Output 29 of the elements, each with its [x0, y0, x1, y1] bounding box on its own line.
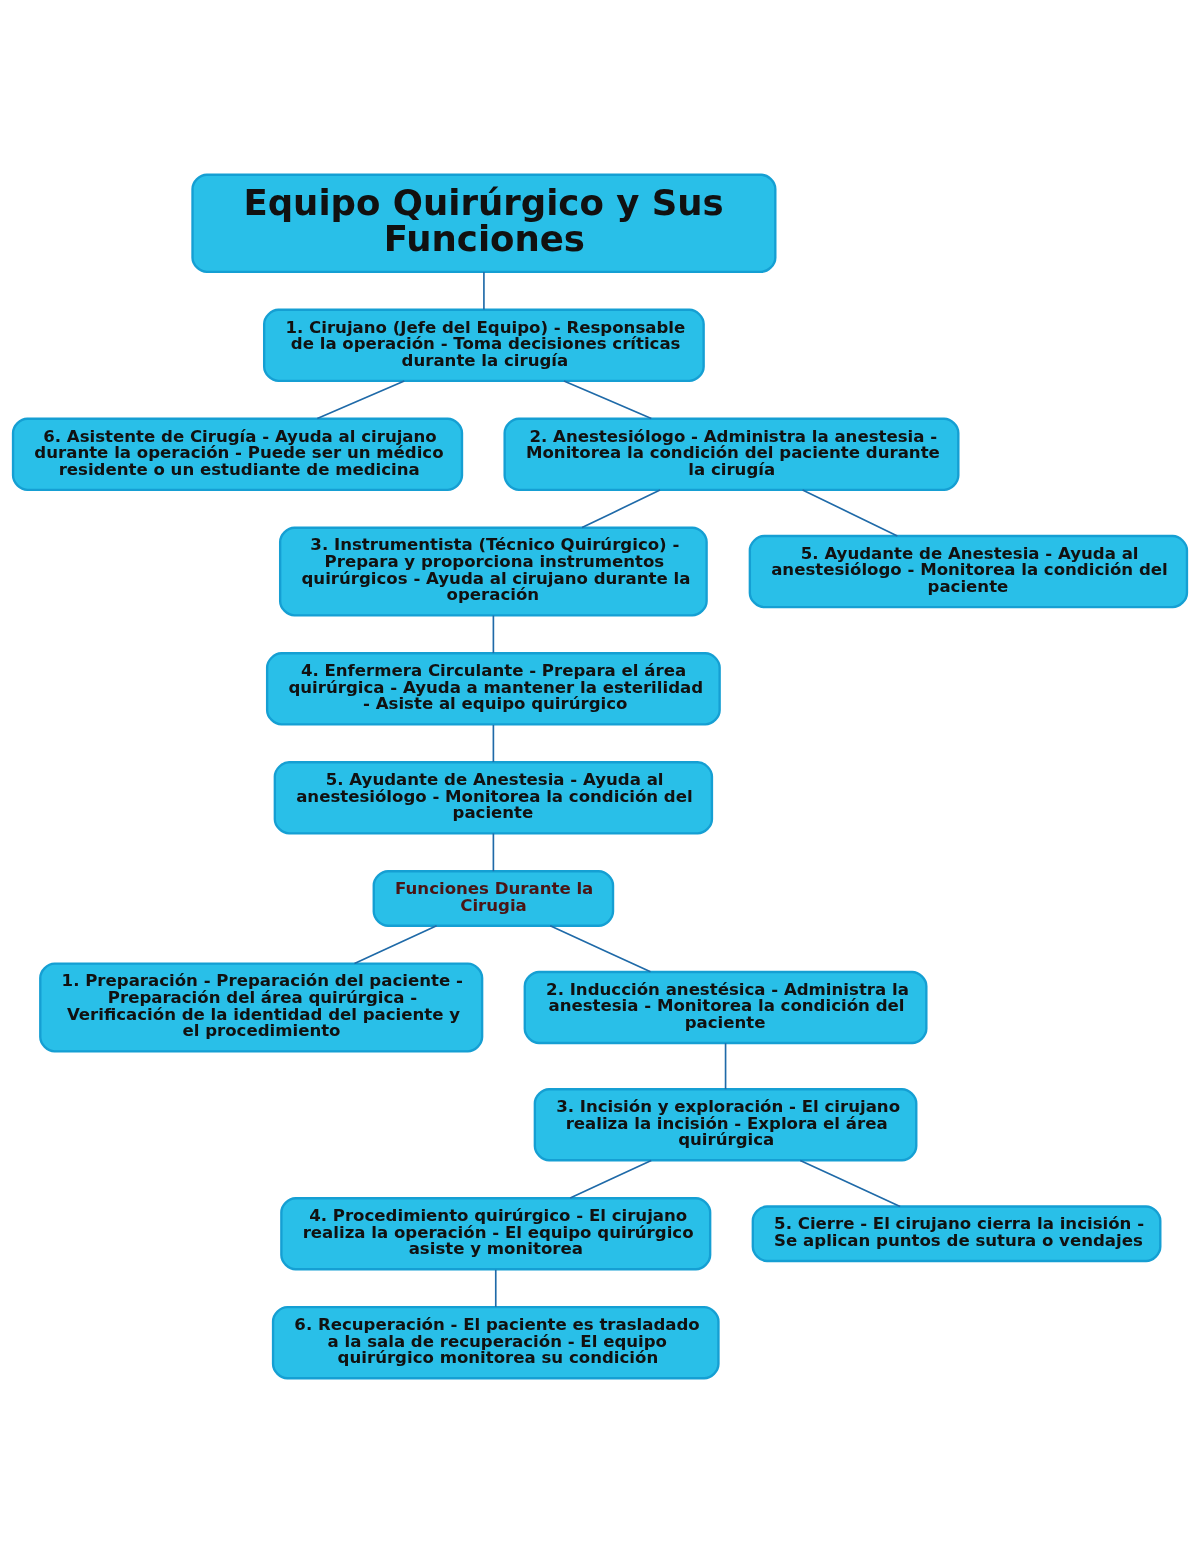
connector: [492, 724, 495, 763]
node-box: 5. Ayudante de Anestesia - Ayuda al anestesiólogo - Monitorea la condición del paciente: [273, 761, 714, 835]
connector: [563, 380, 653, 420]
node-box: 6. Asistente de Cirugía - Ayuda al cirujano durante la operación - Puede ser un médico residente o un estudiante de medicina: [11, 417, 464, 491]
connector: [724, 1042, 727, 1090]
node-box: 4. Enfermera Circulante - Prepara el área quirúrgica - Ayuda a mantener la esterilidad - Asiste al equipo quirúrgico: [265, 652, 721, 726]
node-box: 6. Recuperación - El paciente es trasladado a la sala de recuperación - El equipo quirúrgico monitorea su condición: [271, 1306, 720, 1380]
node-box: Equipo Quirúrgico y Sus Funciones: [191, 173, 777, 274]
connector: [483, 271, 485, 311]
node-box: 5. Ayudante de Anestesia - Ayuda al anestesiólogo - Monitorea la condición del paciente: [748, 534, 1189, 609]
node-box: 2. Inducción anestésica - Administra la anestesia - Monitorea la condición del paciente: [523, 970, 928, 1045]
node-box: 3. Incisión y exploración - El cirujano realiza la incisión - Explora el área quirúrgica: [533, 1088, 918, 1162]
node-box: 1. Preparación - Preparación del paciente - Preparación del área quirúrgica - Verificación de la identidad del paciente y el procedimiento: [39, 962, 484, 1053]
connector: [801, 489, 899, 537]
node-box: 4. Procedimiento quirúrgico - El cirujano realiza la operación - El equipo quirúrgico asiste y monitorea: [280, 1197, 712, 1271]
node-box: 2. Anestesiólogo - Administra la anestesia - Monitorea la condición del paciente durante la cirugía: [503, 417, 960, 491]
connector: [353, 924, 438, 965]
connector: [494, 1269, 497, 1308]
node-box: 1. Cirujano (Jefe del Equipo) - Responsable de la operación - Toma decisiones críticas durante la cirugía: [263, 308, 705, 383]
connector: [492, 614, 495, 654]
node-box: 5. Cierre - El cirujano cierra la incisión - Se aplican puntos de sutura o vendajes: [751, 1205, 1162, 1263]
connector: [549, 924, 652, 973]
connector: [492, 832, 495, 872]
connector: [799, 1159, 901, 1208]
connector: [316, 380, 406, 420]
node-box: Funciones Durante la Cirugia: [372, 870, 615, 927]
node-box: 3. Instrumentista (Técnico Quirúrgico) - Prepara y proporciona instrumentos quirúrgicos - Ayuda al cirujano durante la operación: [279, 526, 708, 617]
connector: [581, 489, 661, 529]
connector: [569, 1159, 653, 1199]
